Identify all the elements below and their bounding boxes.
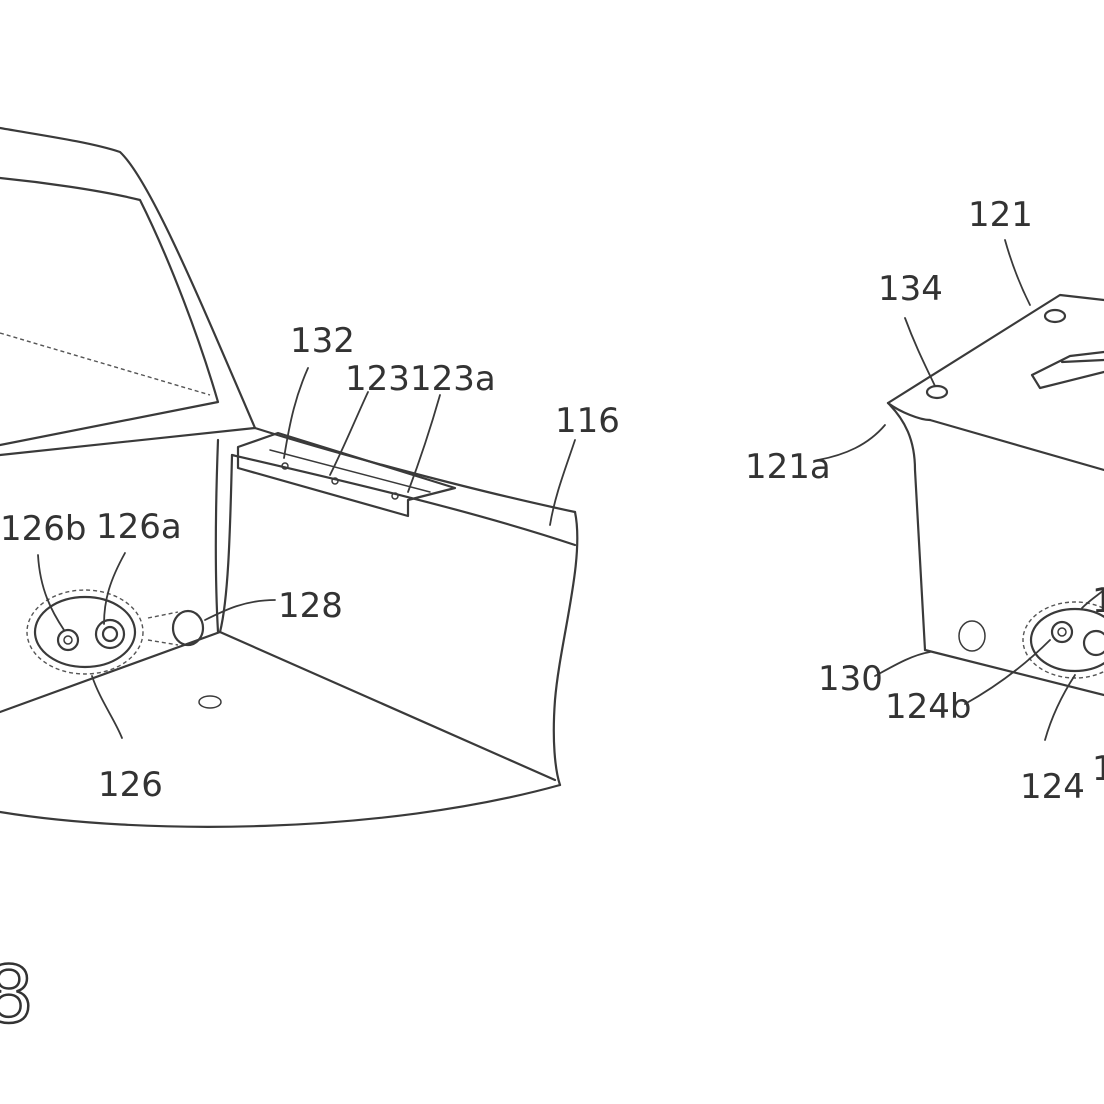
leader-121: [1005, 240, 1030, 305]
lid-diagonal-dashed: [0, 333, 210, 395]
label-128: 128: [278, 586, 343, 626]
connector-plate-126: [27, 590, 143, 674]
leader-130: [875, 652, 930, 676]
module-top-front-edge: [930, 420, 1104, 470]
hole-134: [927, 386, 947, 398]
label-130: 130: [818, 659, 883, 699]
label-121: 121: [968, 195, 1033, 235]
port-128: [173, 611, 203, 645]
module-left-front-edge: [888, 403, 925, 650]
front-face-right-edge: [220, 455, 232, 632]
leader-126b: [38, 555, 64, 630]
hole-top-right: [1045, 310, 1065, 322]
port-124b: [1052, 622, 1072, 642]
figure-number: 8: [0, 951, 34, 1041]
label-116: 116: [555, 401, 620, 441]
port-126a: [96, 620, 124, 648]
port-126b: [58, 630, 78, 650]
right-assembly: 121 134 121a 130 124b 124 1 1: [745, 195, 1104, 807]
front-face-left-edge: [216, 440, 218, 632]
label-121a: 121a: [745, 447, 831, 487]
connector-plate-126-inner: [35, 597, 135, 667]
lid-inner-outline: [0, 178, 218, 445]
leader-126a: [104, 553, 125, 624]
label-124b: 124b: [885, 687, 971, 727]
body-right-edge: [554, 512, 578, 785]
label-124: 124: [1020, 767, 1085, 807]
port-124a: [1084, 631, 1104, 655]
leader-126: [92, 676, 122, 738]
vent-holes: [199, 696, 221, 708]
leader-128: [205, 600, 275, 620]
port-126b-core: [64, 636, 72, 644]
lid-outer-outline: [0, 128, 255, 428]
port-124b-core: [1058, 628, 1066, 636]
leader-132: [284, 368, 308, 458]
label-123a: 123a: [410, 359, 496, 399]
base-curve: [0, 785, 560, 827]
label-cut-lower: 1: [1092, 749, 1104, 789]
label-132: 132: [290, 321, 355, 361]
bottom-right-edge: [220, 632, 555, 780]
label-cut-upper: 1: [1092, 581, 1104, 621]
leader-123: [330, 392, 368, 475]
label-126b: 126b: [0, 509, 86, 549]
port-126a-core: [103, 627, 117, 641]
module-top-face: [888, 295, 1104, 420]
label-126: 126: [98, 765, 163, 805]
label-123: 123: [345, 359, 410, 399]
slot-top: [1032, 352, 1104, 388]
left-assembly: 132 123 123a 116 126b 126a 128 126: [0, 128, 620, 827]
label-126a: 126a: [96, 507, 182, 547]
port-130: [959, 621, 985, 651]
leader-134: [905, 318, 935, 386]
label-134: 134: [878, 269, 943, 309]
